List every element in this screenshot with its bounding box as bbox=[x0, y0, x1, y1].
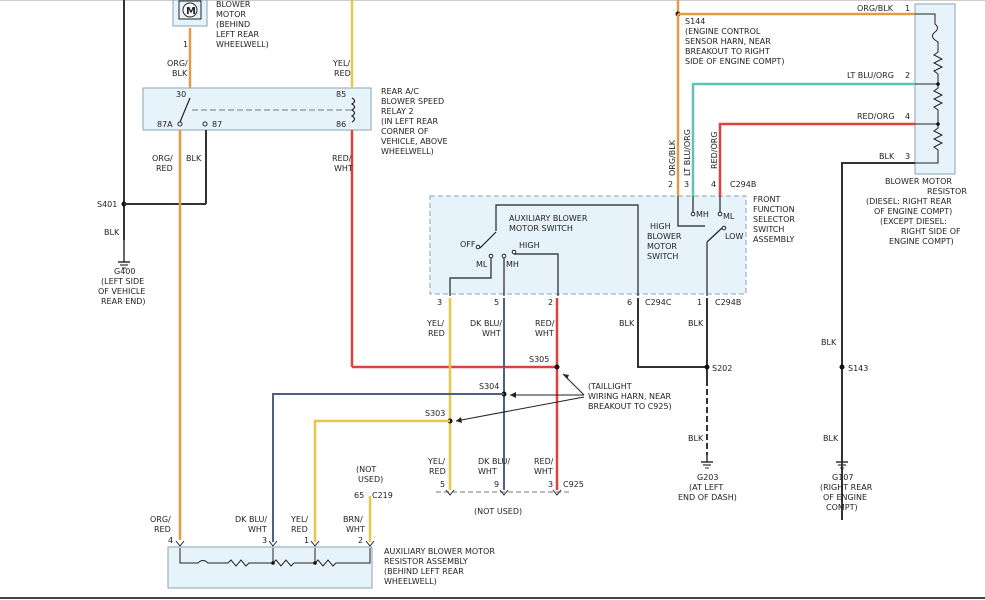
c925-dk-blu-wht: DK BLU/ WHT bbox=[478, 457, 513, 476]
sel-conn-c294c: C294C bbox=[645, 298, 672, 307]
s143-label: S143 bbox=[848, 364, 868, 373]
relay-label: REAR A/C BLOWER SPEED RELAY 2 (IN LEFT R… bbox=[381, 87, 450, 156]
c925-red-wht: RED/ WHT bbox=[534, 457, 556, 476]
aux-resistor-box bbox=[167, 546, 373, 589]
sel-top-pin-3: 3 bbox=[684, 180, 689, 189]
sel-top-conn: C294B bbox=[730, 180, 756, 189]
sw-low: LOW bbox=[725, 232, 743, 241]
s305-label: S305 bbox=[529, 355, 549, 364]
s144-label: S144 (ENGINE CONTROL SENSOR HARN, NEAR B… bbox=[685, 17, 784, 66]
sel-pin-3: 3 bbox=[437, 298, 442, 307]
sel-top-pin-2: 2 bbox=[668, 180, 673, 189]
relay-org-red: ORG/ RED bbox=[152, 154, 175, 173]
res-wire-2: LT BLU/ORG bbox=[847, 71, 894, 80]
g400-wire: BLK bbox=[104, 228, 120, 237]
mid-blk-left: BLK bbox=[619, 319, 635, 328]
relay-top-wire: YEL/ RED bbox=[332, 59, 353, 78]
c925-pin-9: 9 bbox=[494, 480, 499, 489]
aux-resistor-label: AUXILIARY BLOWER MOTOR RESISTOR ASSEMBLY… bbox=[384, 547, 497, 586]
aux-pin-1: 1 bbox=[304, 536, 309, 545]
aux-brn-wht: BRN/ WHT bbox=[343, 515, 365, 534]
selector-label: FRONT FUNCTION SELECTOR SWITCH ASSEMBLY bbox=[753, 195, 798, 244]
res-pin-4: 4 bbox=[905, 112, 910, 121]
c925-yel-red: YEL/ RED bbox=[427, 457, 448, 476]
g203-label: G203 (AT LEFT END OF DASH) bbox=[678, 473, 737, 502]
sel-pin-6: 6 bbox=[627, 298, 632, 307]
sel-pin-2: 2 bbox=[548, 298, 553, 307]
g107-label: G107 (RIGHT REAR OF ENGINE COMPT) bbox=[820, 473, 875, 512]
c925-conn: C925 bbox=[563, 480, 584, 489]
sel-pin-1: 1 bbox=[697, 298, 702, 307]
sel-conn-c294b: C294B bbox=[715, 298, 741, 307]
relay-red-wht: RED/ WHT bbox=[332, 154, 354, 173]
sel-pin-5: 5 bbox=[494, 298, 499, 307]
sw-ml: ML bbox=[723, 212, 735, 221]
relay-blk: BLK bbox=[186, 154, 202, 163]
aux-ml: ML bbox=[476, 260, 488, 269]
aux-dk-blu-wht: DK BLU/ WHT bbox=[235, 515, 270, 534]
g400-label: G400 (LEFT SIDE OF VEHICLE REAR END) bbox=[98, 267, 148, 306]
s202-label: S202 bbox=[712, 364, 732, 373]
sw-mh: MH bbox=[696, 210, 709, 219]
motor-pin-1: 1 bbox=[183, 40, 188, 49]
c925-pin-5: 5 bbox=[440, 480, 445, 489]
blower-motor-label: BLOWER MOTOR (BEHIND LEFT REAR WHEELWELL… bbox=[216, 0, 269, 49]
motor-wire-label: ORG/ BLK bbox=[167, 59, 190, 78]
g107-wire: BLK bbox=[823, 434, 839, 443]
vwire-org-blk: ORG/BLK bbox=[668, 139, 677, 176]
aux-mh: MH bbox=[506, 260, 519, 269]
res-wire-4: RED/ORG bbox=[857, 112, 895, 121]
aux-off: OFF bbox=[460, 240, 476, 249]
aux-yel-red: YEL/ RED bbox=[290, 515, 311, 534]
s303-label: S303 bbox=[425, 409, 445, 418]
aux-conn-c219: C219 bbox=[372, 491, 393, 500]
aux-pin-4: 4 bbox=[168, 536, 173, 545]
c925-pin-3: 3 bbox=[548, 480, 553, 489]
motor-symbol: M bbox=[186, 6, 196, 17]
aux-switch-label: AUXILIARY BLOWER MOTOR SWITCH bbox=[509, 214, 590, 233]
sel-top-pin-4: 4 bbox=[711, 180, 716, 189]
res-pin-2: 2 bbox=[905, 71, 910, 80]
aux-org-red: ORG/ RED bbox=[150, 515, 173, 534]
res-pin-3: 3 bbox=[905, 152, 910, 161]
aux-not-used: (NOT USED) bbox=[356, 465, 383, 484]
relay-pin-30: 30 bbox=[176, 90, 186, 99]
g203-wire: BLK bbox=[688, 434, 704, 443]
blower-switch-label: HIGH BLOWER MOTOR SWITCH bbox=[647, 222, 684, 261]
mid-blk-right: BLK bbox=[688, 319, 704, 328]
aux-pin-3: 3 bbox=[262, 536, 267, 545]
taillight-note: (TAILLIGHT WIRING HARN, NEAR BREAKOUT TO… bbox=[588, 382, 674, 411]
res-wire-1: ORG/BLK bbox=[857, 4, 894, 13]
res-wire-3: BLK bbox=[879, 152, 895, 161]
resistor-box bbox=[914, 3, 956, 175]
relay-pin-86: 86 bbox=[336, 120, 346, 129]
aux-pin-2: 2 bbox=[358, 536, 363, 545]
aux-high: HIGH bbox=[519, 241, 540, 250]
resistor-label: BLOWER MOTOR RESISTOR (DIESEL: RIGHT REA… bbox=[866, 177, 969, 246]
res-pin-1: 1 bbox=[905, 4, 910, 13]
vwire-lt-blu-org: LT BLU/ORG bbox=[683, 129, 692, 176]
mid-red-wht: RED/ WHT bbox=[535, 319, 557, 338]
relay-pin-85: 85 bbox=[336, 90, 346, 99]
g107-wire-top: BLK bbox=[821, 338, 837, 347]
s304-label: S304 bbox=[479, 382, 499, 391]
mid-yel-red: YEL/ RED bbox=[426, 319, 447, 338]
relay-pin-87: 87 bbox=[212, 120, 222, 129]
vwire-red-org: RED/ORG bbox=[710, 131, 719, 169]
mid-dk-blu-wht: DK BLU/ WHT bbox=[470, 319, 505, 338]
aux-pin-65: 65 bbox=[354, 491, 364, 500]
relay-pin-87a: 87A bbox=[157, 120, 173, 129]
s401-label: S401 bbox=[97, 200, 117, 209]
c925-not-used: (NOT USED) bbox=[474, 507, 522, 516]
